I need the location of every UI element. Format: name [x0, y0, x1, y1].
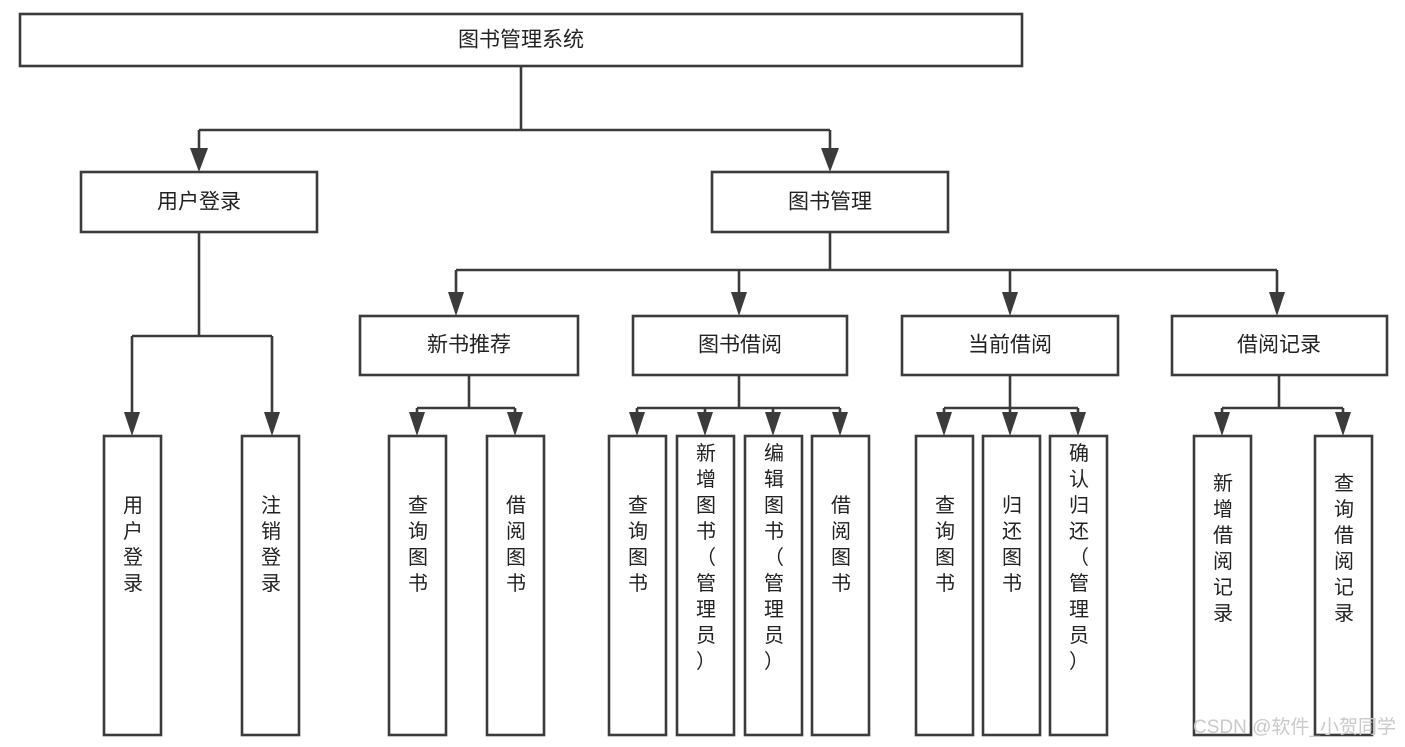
- node-borrow-record[interactable]: 借阅记录: [1170, 314, 1389, 377]
- leaf-borrow-book-1-label: 借阅图书: [506, 494, 526, 595]
- arrowhead-book-management: [821, 148, 839, 172]
- leaf-add-record-box[interactable]: [1192, 434, 1253, 737]
- leaf-edit-book-label: 编辑图书（管理员）: [764, 442, 784, 673]
- node-new-book-recommend[interactable]: 新书推荐: [358, 314, 580, 377]
- leaf-query-book-2-label: 查询图书: [628, 494, 648, 595]
- leaf-add-book-box[interactable]: [675, 434, 736, 737]
- leaf-query-record-label: 查询借阅记录: [1334, 472, 1354, 625]
- arrowhead-leaf-confirm-return: [1070, 412, 1086, 436]
- leaf-borrow-book-2[interactable]: 借阅图书: [810, 434, 871, 737]
- leaf-borrow-book-1[interactable]: 借阅图书: [485, 434, 546, 737]
- arrowhead-current-borrow: [1002, 292, 1018, 316]
- node-user-login-box[interactable]: [79, 170, 319, 234]
- leaf-add-record-label: 新增借阅记录: [1213, 472, 1233, 625]
- leaf-query-book-3[interactable]: 查询图书: [914, 434, 975, 737]
- arrowhead-leaf-borrow-book-2: [832, 412, 848, 436]
- node-book-borrow-label: 图书借阅: [698, 334, 782, 357]
- node-root-system[interactable]: 图书管理系统: [18, 12, 1024, 68]
- node-root-system-box[interactable]: [18, 12, 1024, 68]
- node-borrow-record-label: 借阅记录: [1237, 334, 1321, 357]
- leaf-user-login-label: 用户登录: [123, 495, 143, 595]
- node-new-book-recommend-box[interactable]: [358, 314, 580, 377]
- node-book-management[interactable]: 图书管理: [710, 170, 950, 234]
- leaf-query-book-3-box[interactable]: [914, 434, 975, 737]
- node-book-borrow-box[interactable]: [631, 314, 849, 377]
- arrowhead-book-borrow: [731, 292, 747, 316]
- leaf-query-book-3-label: 查询图书: [935, 494, 955, 595]
- leaf-return-book-box[interactable]: [981, 434, 1042, 737]
- arrowhead-leaf-user-login: [124, 412, 140, 436]
- leaf-borrow-book-1-box[interactable]: [485, 434, 546, 737]
- arrowhead-leaf-borrow-book-1: [507, 412, 523, 436]
- node-book-borrow[interactable]: 图书借阅: [631, 314, 849, 377]
- arrowhead-leaf-add-book: [697, 412, 713, 436]
- leaf-confirm-return-label: 确认归还（管理员）: [1069, 442, 1089, 673]
- leaf-query-book-2[interactable]: 查询图书: [607, 434, 668, 737]
- arrowhead-leaf-query-book-1: [409, 412, 425, 436]
- node-user-login[interactable]: 用户登录: [79, 170, 319, 234]
- arrowhead-leaf-edit-book: [765, 412, 781, 436]
- node-current-borrow-label: 当前借阅: [968, 334, 1052, 357]
- leaf-edit-book-box[interactable]: [743, 434, 804, 737]
- leaf-query-book-1-box[interactable]: [387, 434, 448, 737]
- leaf-user-logout-box[interactable]: [240, 434, 301, 737]
- node-book-management-label: 图书管理: [788, 191, 872, 214]
- node-current-borrow-box[interactable]: [900, 314, 1120, 377]
- arrowhead-user-login: [190, 148, 208, 172]
- leaf-query-record[interactable]: 查询借阅记录: [1313, 434, 1374, 737]
- leaf-confirm-return-box[interactable]: [1048, 434, 1109, 737]
- node-new-book-recommend-label: 新书推荐: [427, 334, 511, 357]
- leaf-return-book-label: 归还图书: [1002, 494, 1022, 595]
- leaf-add-book[interactable]: 新增图书（管理员）: [675, 434, 736, 737]
- node-borrow-record-box[interactable]: [1170, 314, 1389, 377]
- leaf-user-logout[interactable]: 注销登录: [240, 434, 301, 737]
- arrowhead-leaf-return-book: [1002, 412, 1018, 436]
- leaf-add-book-label: 新增图书（管理员）: [696, 442, 716, 673]
- node-root-system-label: 图书管理系统: [458, 29, 584, 52]
- node-user-login-label: 用户登录: [157, 191, 241, 214]
- node-current-borrow[interactable]: 当前借阅: [900, 314, 1120, 377]
- leaf-query-book-2-box[interactable]: [607, 434, 668, 737]
- arrowhead-leaf-add-record: [1214, 412, 1230, 436]
- leaf-user-login-box[interactable]: [102, 434, 163, 737]
- arrowhead-borrow-record: [1269, 292, 1285, 316]
- leaf-add-record[interactable]: 新增借阅记录: [1192, 434, 1253, 737]
- arrowhead-leaf-user-logout: [264, 412, 280, 436]
- leaf-user-logout-label: 注销登录: [261, 494, 281, 595]
- watermark-label: CSDN @软件_小贺同学: [1193, 716, 1396, 738]
- leaf-query-record-box[interactable]: [1313, 434, 1374, 737]
- node-book-management-box[interactable]: [710, 170, 950, 234]
- leaf-query-book-1[interactable]: 查询图书: [387, 434, 448, 737]
- leaf-borrow-book-2-label: 借阅图书: [831, 494, 851, 595]
- leaf-confirm-return[interactable]: 确认归还（管理员）: [1048, 434, 1109, 737]
- leaf-query-book-1-label: 查询图书: [408, 494, 428, 595]
- leaf-user-login[interactable]: 用户登录: [102, 434, 163, 737]
- connector-layer: [124, 66, 1351, 436]
- leaf-return-book[interactable]: 归还图书: [981, 434, 1042, 737]
- leaf-borrow-book-2-box[interactable]: [810, 434, 871, 737]
- arrowhead-new-book-recommend: [448, 292, 464, 316]
- arrowhead-leaf-query-book-2: [629, 412, 645, 436]
- arrowhead-leaf-query-record: [1335, 412, 1351, 436]
- leaf-edit-book[interactable]: 编辑图书（管理员）: [743, 434, 804, 737]
- arrowhead-leaf-query-book-3: [936, 412, 952, 436]
